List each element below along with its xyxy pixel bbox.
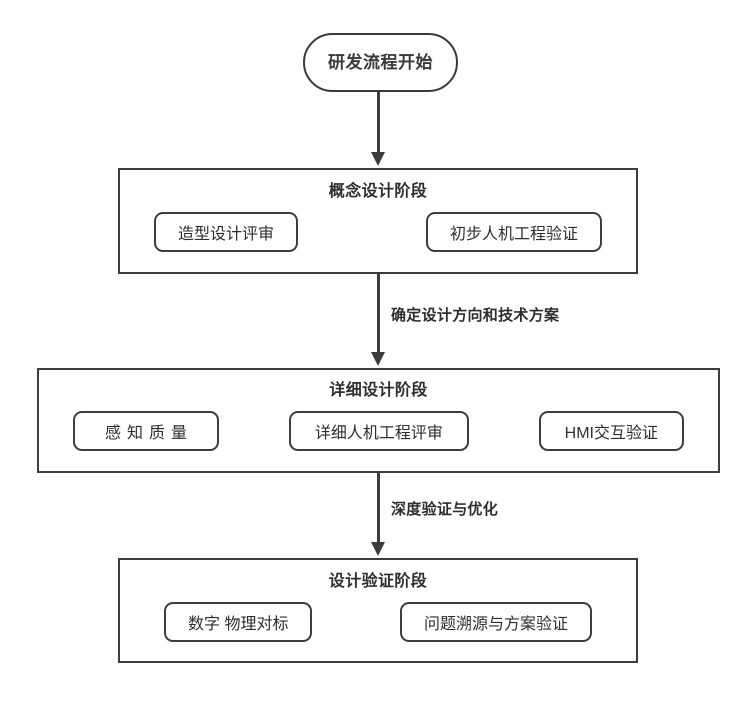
connector-concept-to-detail (371, 274, 385, 368)
phase-item-hmi-interaction-validation[interactable]: HMI交互验证 (538, 411, 684, 451)
phase-items-concept: 造型设计评审 初步人机工程验证 (120, 212, 636, 252)
start-node-label: 研发流程开始 (328, 53, 433, 72)
phase-item-perceived-quality[interactable]: 感知质量 (73, 411, 220, 451)
phase-item-styling-review[interactable]: 造型设计评审 (154, 212, 299, 252)
connector-detail-to-validation (371, 473, 385, 558)
edge-label-detail-to-validation: 深度验证与优化 (391, 501, 499, 518)
phase-items-detail: 感知质量 详细人机工程评审 HMI交互验证 (39, 411, 718, 451)
phase-title-validation: 设计验证阶段 (328, 573, 428, 590)
phase-item-preliminary-ergonomics[interactable]: 初步人机工程验证 (425, 212, 602, 252)
phase-title-concept: 概念设计阶段 (328, 183, 428, 200)
phase-items-validation: 数字 物理对标 问题溯源与方案验证 (120, 602, 636, 642)
connector-line (376, 473, 380, 544)
phase-box-validation[interactable]: 设计验证阶段 数字 物理对标 问题溯源与方案验证 (118, 558, 638, 663)
phase-box-concept[interactable]: 概念设计阶段 造型设计评审 初步人机工程验证 (118, 168, 638, 274)
connector-line (376, 92, 380, 154)
connector-line (376, 274, 380, 354)
arrowhead-icon (371, 152, 385, 166)
phase-item-issue-tracing-and-solution-validation[interactable]: 问题溯源与方案验证 (399, 602, 592, 642)
arrowhead-icon (371, 542, 385, 556)
connector-start-to-concept (371, 92, 385, 168)
phase-item-digital-physical-benchmark[interactable]: 数字 物理对标 (164, 602, 313, 642)
phase-item-detailed-ergonomics-review[interactable]: 详细人机工程评审 (288, 411, 469, 451)
start-node[interactable]: 研发流程开始 (303, 33, 458, 92)
edge-label-concept-to-detail: 确定设计方向和技术方案 (391, 307, 560, 324)
phase-title-detail: 详细设计阶段 (329, 382, 428, 399)
arrowhead-icon (371, 352, 385, 366)
phase-box-detail[interactable]: 详细设计阶段 感知质量 详细人机工程评审 HMI交互验证 (37, 368, 720, 473)
